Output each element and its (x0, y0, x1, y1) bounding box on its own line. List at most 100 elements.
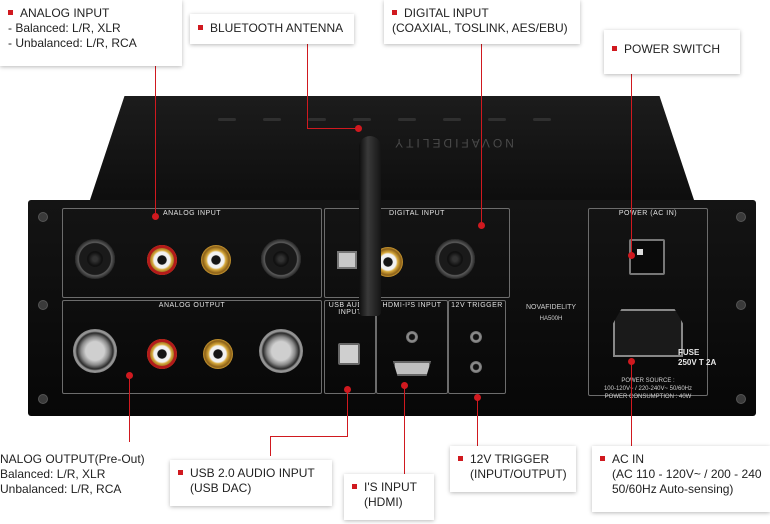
vent (488, 118, 506, 121)
fuse-text: FUSE 250V T 2A (678, 348, 716, 368)
leader-dot (628, 252, 635, 259)
callout-line: Unbalanced: L/R, RCA (0, 482, 122, 496)
screw (736, 300, 746, 310)
xlr-input-right[interactable] (261, 239, 301, 279)
trigger-section: 12V TRIGGER (448, 300, 506, 394)
leader-line (347, 390, 348, 436)
vent (308, 118, 326, 121)
hdmi-i2s-label: HDMI-I²S INPUT (382, 302, 442, 309)
screw (38, 394, 48, 404)
hdmi-port[interactable] (393, 361, 431, 376)
leader-dot (628, 358, 635, 365)
callout-title: I'S INPUT (364, 480, 417, 494)
callout-usb-audio: USB 2.0 AUDIO INPUT (USB DAC) (170, 460, 332, 506)
leader-dot (126, 372, 133, 379)
analog-input-label: ANALOG INPUT (162, 210, 222, 217)
trigger-output-jack[interactable] (470, 361, 482, 373)
callout-title: POWER SWITCH (624, 42, 720, 56)
power-consumption-label: POWER CONSUMPTION : 40W (604, 394, 692, 400)
bullet-icon (352, 484, 357, 489)
callout-title: ANALOG INPUT (20, 6, 110, 20)
vent (218, 118, 236, 121)
vent (353, 118, 371, 121)
callout-title: 12V TRIGGER (470, 452, 550, 466)
callout-line: - Balanced: L/R, XLR (8, 21, 121, 35)
callout-line: (USB DAC) (190, 481, 252, 495)
usb-audio-section: USB AUDIO INPUT (324, 300, 376, 394)
callout-title: NALOG OUTPUT(Pre-Out) (0, 452, 145, 466)
leader-line (631, 362, 632, 446)
vent (443, 118, 461, 121)
rear-panel-face: ANALOG INPUT DIGITAL INPUT ANALOG OUTPUT (28, 200, 756, 416)
toslink-input[interactable] (337, 251, 357, 269)
leader-line (155, 66, 156, 216)
leader-dot (401, 382, 408, 389)
callout-title: AC IN (612, 452, 645, 466)
callout-line: (COAXIAL, TOSLINK, AES/EBU) (392, 21, 568, 35)
aes-ebu-input[interactable] (435, 239, 475, 279)
leader-line (631, 74, 632, 254)
fuse-line2: 250V T 2A (678, 358, 717, 367)
bullet-icon (458, 456, 463, 461)
power-range-label: 100-120V~ / 220-240V~ 50/60Hz (603, 386, 693, 392)
callout-ac-in: AC IN (AC 110 - 120V~ / 200 - 240 50/60H… (592, 446, 770, 512)
xlr-output-left[interactable] (73, 329, 117, 373)
trigger-input-jack[interactable] (470, 331, 482, 343)
vent (263, 118, 281, 121)
power-section: POWER (AC IN) (588, 208, 708, 396)
callout-i2s: I'S INPUT (HDMI) (344, 474, 434, 520)
bluetooth-antenna (359, 136, 381, 316)
iec-power-inlet[interactable] (613, 309, 683, 357)
model-label: HA500H (539, 316, 563, 322)
rca-output-left[interactable] (203, 339, 233, 369)
analog-input-section: ANALOG INPUT (62, 208, 322, 298)
screw (38, 300, 48, 310)
callout-line: (INPUT/OUTPUT) (470, 467, 567, 481)
bullet-icon (178, 470, 183, 475)
usb-audio-label: USB AUDIO INPUT (328, 302, 372, 316)
rca-output-right[interactable] (147, 339, 177, 369)
leader-dot (152, 213, 159, 220)
callout-analog-output: NALOG OUTPUT(Pre-Out) Balanced: L/R, XLR… (0, 446, 150, 512)
callout-analog-input: ANALOG INPUT - Balanced: L/R, XLR - Unba… (0, 0, 182, 66)
screw (38, 212, 48, 222)
leader-line (404, 386, 405, 476)
power-source-label: POWER SOURCE : (621, 378, 675, 384)
callout-title: USB 2.0 AUDIO INPUT (190, 466, 315, 480)
callout-line: Balanced: L/R, XLR (0, 467, 106, 481)
leader-line (307, 128, 359, 129)
callout-title: BLUETOOTH ANTENNA (210, 21, 344, 35)
leader-line (477, 398, 478, 446)
callout-line: (AC 110 - 120V~ / 200 - 240 (612, 467, 762, 481)
bullet-icon (612, 46, 617, 51)
usb-b-port[interactable] (338, 343, 360, 365)
brand-label: NOVAFIDELITY (525, 304, 577, 311)
vent (398, 118, 416, 121)
bullet-icon (8, 10, 13, 15)
callout-line: 50/60Hz Auto-sensing) (612, 482, 734, 496)
leader-line (481, 44, 482, 226)
fuse-line1: FUSE (678, 348, 700, 357)
leader-dot (474, 394, 481, 401)
callout-bluetooth: BLUETOOTH ANTENNA (190, 14, 354, 44)
leader-line (307, 44, 308, 128)
screw (736, 394, 746, 404)
bullet-icon (198, 25, 203, 30)
callout-digital-input: DIGITAL INPUT (COAXIAL, TOSLINK, AES/EBU… (384, 0, 580, 44)
rca-input-right[interactable] (147, 245, 177, 275)
vent (533, 118, 551, 121)
rca-input-left[interactable] (201, 245, 231, 275)
analog-output-section: ANALOG OUTPUT (62, 300, 322, 394)
leader-line (129, 376, 130, 442)
xlr-output-right[interactable] (259, 329, 303, 373)
leader-dot (355, 125, 362, 132)
leader-line (270, 436, 348, 437)
screw (736, 212, 746, 222)
bullet-icon (600, 456, 605, 461)
callout-trigger: 12V TRIGGER (INPUT/OUTPUT) (450, 446, 576, 492)
xlr-input-left[interactable] (75, 239, 115, 279)
leader-dot (344, 386, 351, 393)
leader-dot (478, 222, 485, 229)
hdmi-i2s-section: HDMI-I²S INPUT (376, 300, 448, 394)
